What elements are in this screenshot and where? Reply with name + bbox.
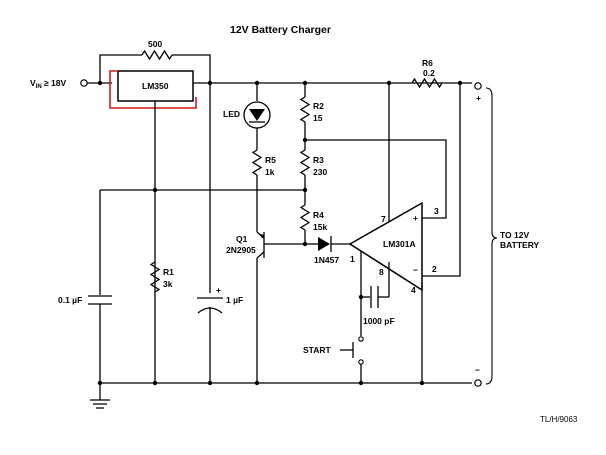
bypass-resistor: [141, 49, 173, 61]
bypass-resistor-value: 500: [148, 39, 162, 49]
r5-resistor: [251, 149, 263, 176]
red-highlight-wire: [109, 70, 197, 109]
r3-name: R3: [313, 155, 324, 165]
q1-transistor: [256, 231, 305, 383]
q1-part: 2N2905: [226, 245, 256, 255]
r4-value: 15k: [313, 222, 327, 232]
vin-label: VIN ≥ 18V: [30, 78, 67, 90]
r6-resistor: [411, 77, 443, 89]
lm350-regulator: [117, 70, 194, 102]
c2-plus: +: [216, 285, 221, 295]
c3-value: 1000 pF: [363, 316, 395, 326]
c1-value: 0.1 µF: [58, 295, 82, 305]
r6-value: 0.2: [423, 68, 435, 78]
start-label: START: [303, 345, 332, 355]
pin-2: 2: [432, 264, 437, 274]
opamp-label: LM301A: [383, 239, 416, 249]
q1-name: Q1: [236, 234, 248, 244]
led-icon: [249, 109, 265, 121]
battery-label-line2: BATTERY: [500, 240, 540, 250]
svg-text:VIN ≥ 18V: VIN ≥ 18V: [30, 78, 67, 90]
diode-label: 1N457: [314, 255, 339, 265]
r2-name: R2: [313, 101, 324, 111]
lm301a-opamp: [348, 201, 423, 292]
r5-value: 1k: [265, 167, 275, 177]
r1-name: R1: [163, 267, 174, 277]
r4-name: R4: [313, 210, 324, 220]
c3-capacitor: [370, 286, 379, 308]
pin-3: 3: [434, 206, 439, 216]
r6-name: R6: [422, 58, 433, 68]
opamp-plus: +: [413, 213, 418, 223]
battery-minus-terminal: [474, 379, 482, 387]
pin-4: 4: [411, 285, 416, 295]
r1-value: 3k: [163, 279, 173, 289]
figure-code: TL/H/9063: [540, 415, 578, 424]
r4-resistor: [299, 204, 311, 231]
battery-plus-sign: +: [476, 93, 481, 103]
opamp-minus: −: [413, 265, 418, 275]
pin-7: 7: [381, 214, 386, 224]
battery-label-line1: TO 12V: [500, 230, 529, 240]
r1-resistor: [149, 261, 161, 293]
r2-value: 15: [313, 113, 323, 123]
c1-capacitor: [88, 295, 112, 305]
c2-value: 1 µF: [226, 295, 243, 305]
lm350-label: LM350: [142, 81, 169, 91]
battery-minus-sign: −: [475, 365, 480, 375]
pin-1: 1: [350, 254, 355, 264]
ground-icon: [90, 383, 110, 409]
r2-resistor: [299, 96, 311, 123]
diode-1n457: [318, 237, 330, 251]
diagram-title: 12V Battery Charger: [230, 24, 331, 36]
battery-bracket: [485, 87, 498, 385]
r5-name: R5: [265, 155, 276, 165]
pin-8: 8: [379, 267, 384, 277]
vin-terminal: [80, 79, 88, 87]
r3-value: 230: [313, 167, 327, 177]
led-label: LED: [223, 109, 240, 119]
r3-resistor: [299, 149, 311, 176]
battery-plus-terminal: [474, 82, 482, 90]
